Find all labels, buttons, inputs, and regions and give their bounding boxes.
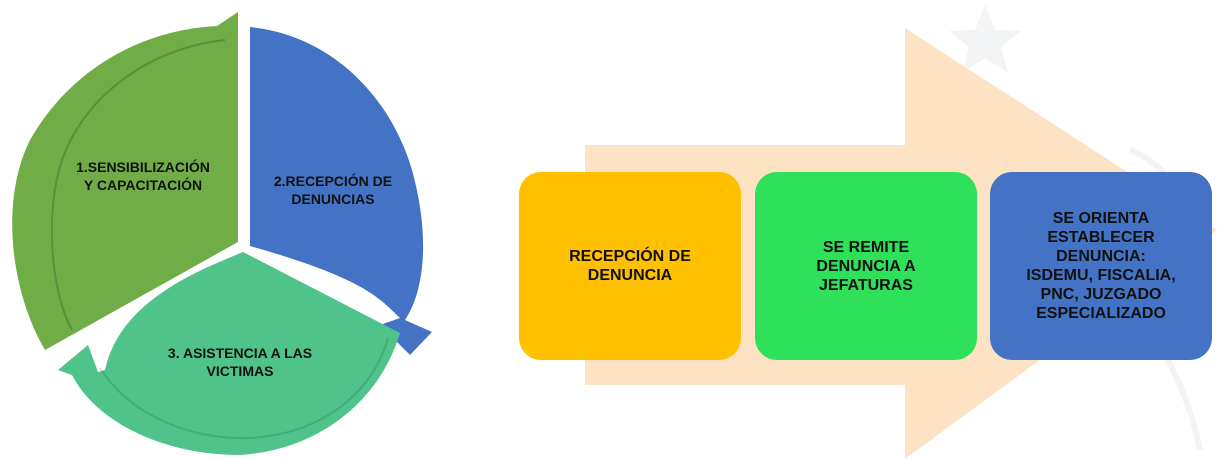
- step-box-orienta-denuncia[interactable]: SE ORIENTA ESTABLECER DENUNCIA: ISDEMU, …: [990, 172, 1212, 360]
- step-box-recepcion-denuncia[interactable]: RECEPCIÓN DE DENUNCIA: [519, 172, 741, 360]
- cycle-segment-asistencia-inner: [99, 337, 389, 440]
- cycle-label-asistencia: 3. ASISTENCIA A LAS VICTIMAS: [167, 345, 313, 379]
- cycle-label-recepcion: 2.RECEPCIÓN DE DENUNCIAS: [273, 173, 393, 207]
- cycle-segment-sensibilizacion[interactable]: [12, 12, 239, 350]
- cycle-segment-sensibilizacion-inner: [50, 39, 226, 331]
- cycle-segment-asistencia[interactable]: [58, 252, 400, 455]
- step-box-remite-denuncia[interactable]: SE REMITE DENUNCIA A JEFATURAS: [755, 172, 977, 360]
- star-watermark-icon: [949, 5, 1021, 73]
- cycle-label-sensibilizacion: 1.SENSIBILIZACIÓN Y CAPACITACIÓN: [76, 159, 210, 193]
- cycle-segment-recepcion[interactable]: [250, 27, 432, 355]
